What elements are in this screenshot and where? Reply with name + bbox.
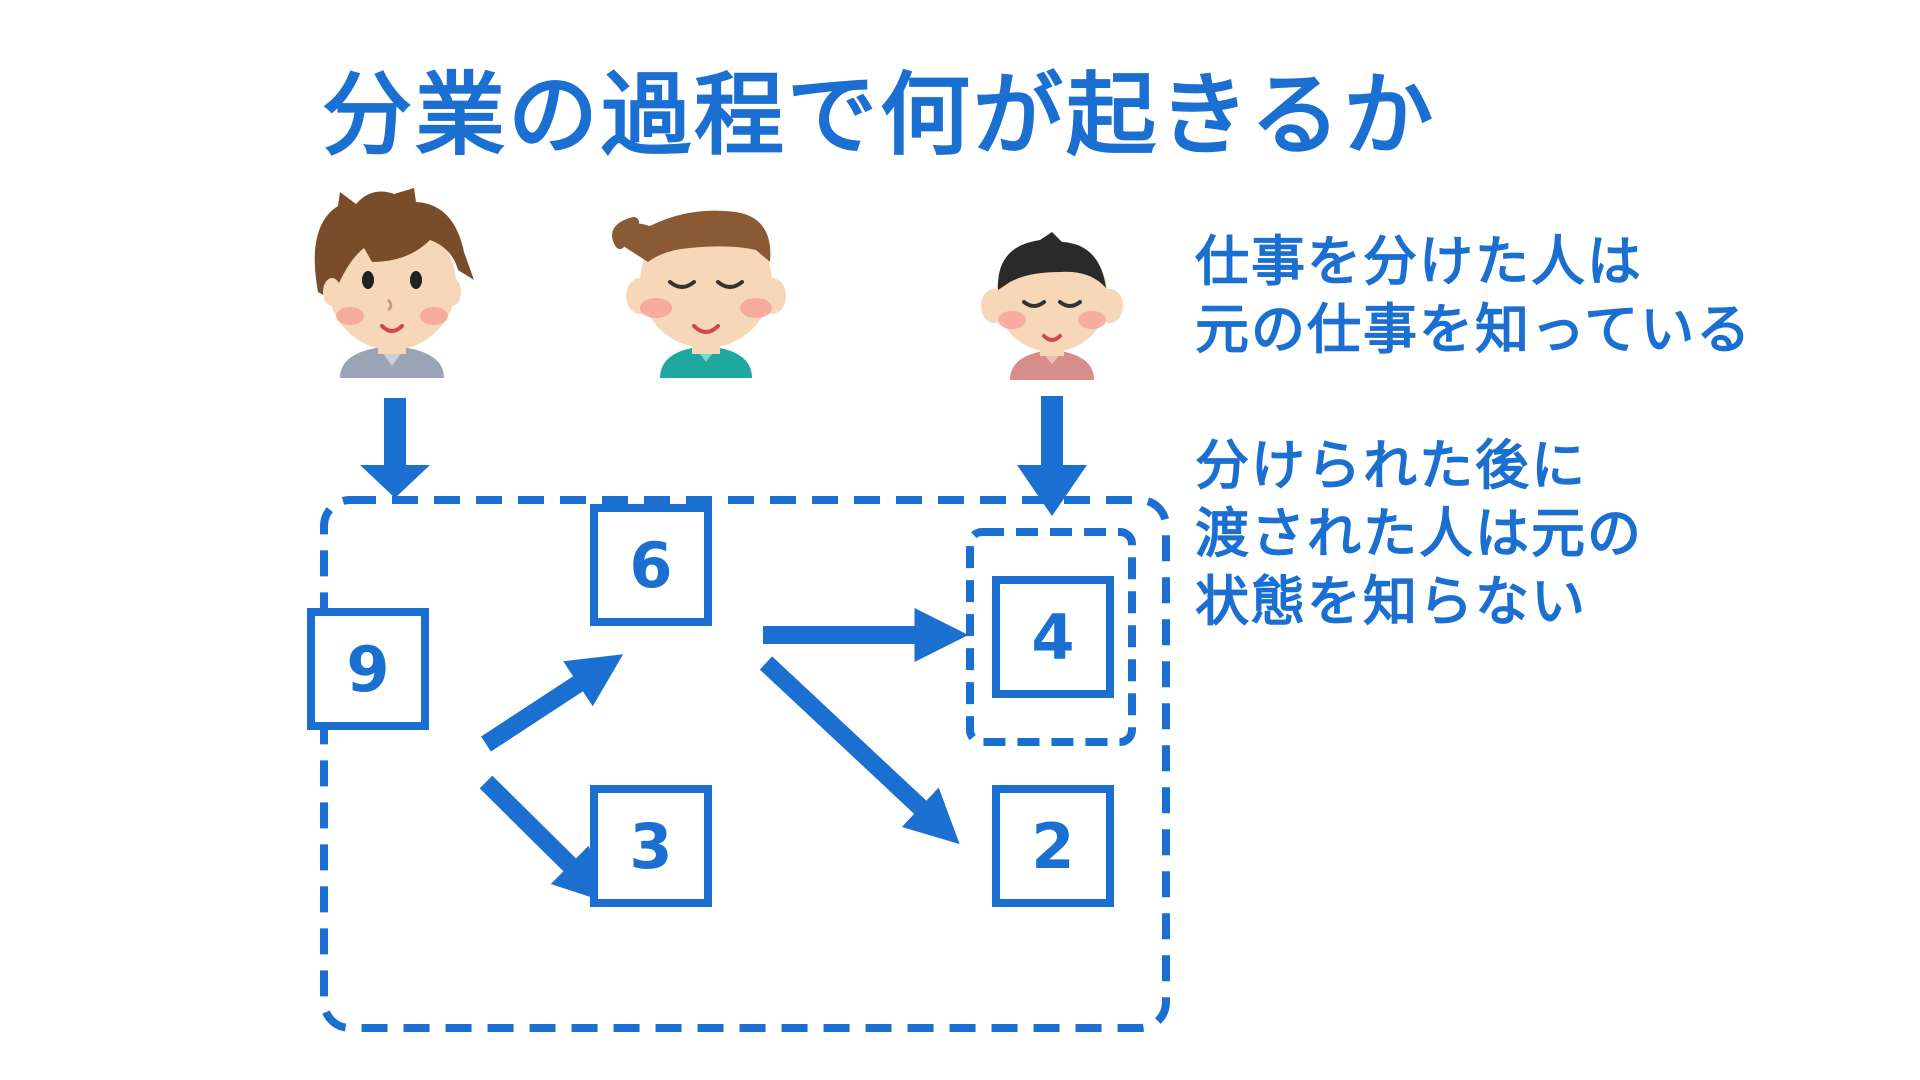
node-3: 3 [590,785,712,907]
node-6-label: 6 [629,529,672,602]
node-4-box [992,576,1114,698]
note-worker-does-not-know: 分けられた後に 渡された人は元の 状態を知らない [1195,432,1643,636]
slide-title: 分業の過程で何が起きるか [322,63,1437,168]
task-group-container [320,496,1170,1032]
note-manager-knows-original: 仕事を分けた人は 元の仕事を知っている [1195,228,1752,364]
node-2-box [992,785,1114,907]
person-with-short-hair-illustration [981,232,1123,380]
note-line: 元の仕事を知っている [1195,298,1753,361]
nodes-layer: 9 6 3 4 2 [307,504,1114,907]
node-4-label: 4 [1031,601,1074,674]
note-line: 分けられた後に [1195,434,1587,497]
edge-arrow-9-to-6 [481,654,624,752]
note-line: 仕事を分けた人は [1195,230,1643,293]
node-2: 2 [992,785,1114,907]
note-line: 状態を知らない [1195,570,1587,633]
down-arrow-right-head-icon [1017,465,1087,516]
node-6-box [590,504,712,626]
person-with-messy-hair-illustration [314,188,474,378]
edge-arrow-6-to-2 [759,656,960,845]
edge-arrow-9-to-3 [479,775,609,903]
edges-layer [479,608,969,903]
node-9-box [307,608,429,730]
down-arrow-left-head-icon [360,465,430,498]
node-2-label: 2 [1031,810,1074,883]
node-3-label: 3 [629,810,672,883]
node-4: 4 [992,576,1114,698]
node-3-box [590,785,712,907]
person-with-swept-hair-illustration [612,210,786,378]
note-line: 渡された人は元の [1195,502,1643,565]
node-9-label: 9 [346,633,389,706]
node-9: 9 [307,608,429,730]
node-6: 6 [590,504,712,626]
handed-off-task-container [966,528,1136,746]
